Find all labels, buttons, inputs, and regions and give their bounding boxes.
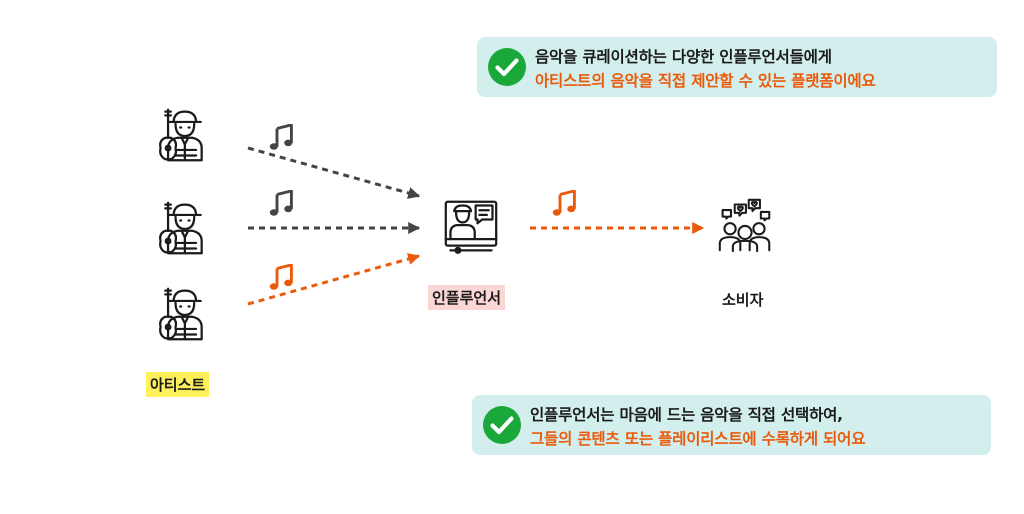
music-note-icon <box>268 264 294 291</box>
music-note-icon <box>268 190 294 217</box>
check-circle-icon <box>488 48 526 86</box>
consumers-group-icon <box>718 198 771 253</box>
artist-icon <box>159 287 203 341</box>
check-circle-icon <box>483 406 521 444</box>
callout-bottom-line2: 그들의 콘텐츠 또는 플레이리스트에 수록하게 되어요 <box>530 430 866 448</box>
artist-icon <box>159 108 203 162</box>
music-note-icon <box>551 190 577 217</box>
influencer-label: 인플루언서 <box>428 285 506 310</box>
callout-top-line2: 아티스트의 음악을 직접 제안할 수 있는 플랫폼이에요 <box>535 72 876 90</box>
consumer-label: 소비자 <box>722 291 764 309</box>
artist-to-influencer-arrow <box>247 146 421 199</box>
music-note-icon <box>268 124 294 151</box>
artist-icon <box>159 201 203 255</box>
selected-artist-arrow <box>247 253 421 306</box>
callout-top-line1: 음악을 큐레이션하는 다양한 인플루언서들에게 <box>535 48 832 66</box>
callout-bottom-line1: 인플루언서는 마음에 드는 음악을 직접 선택하여, <box>530 406 843 424</box>
callout-top: 음악을 큐레이션하는 다양한 인플루언서들에게 아티스트의 음악을 직접 제안할… <box>477 37 997 97</box>
callout-bottom: 인플루언서는 마음에 드는 음악을 직접 선택하여, 그들의 콘텐츠 또는 플레… <box>472 395 991 455</box>
influencer-video-icon <box>444 200 498 254</box>
artist-label: 아티스트 <box>146 372 210 397</box>
